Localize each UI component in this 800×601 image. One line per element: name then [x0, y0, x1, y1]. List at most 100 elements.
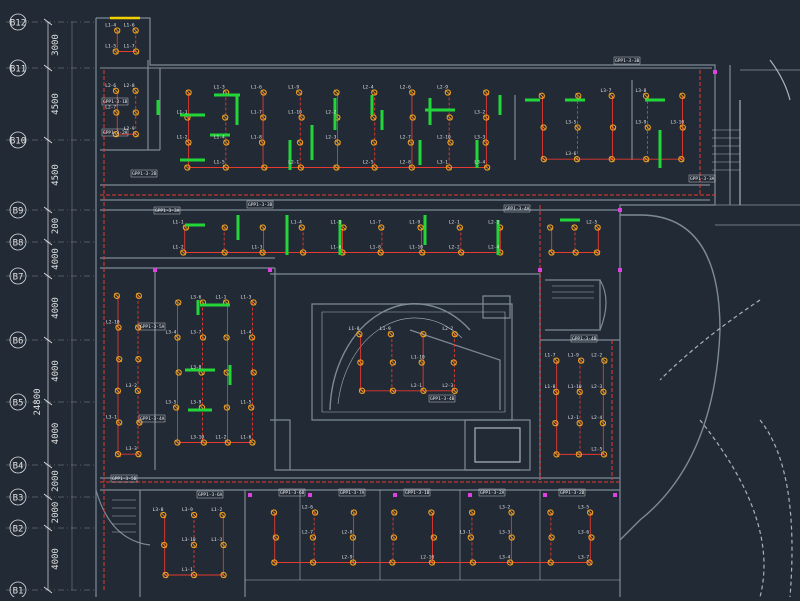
fixture-cross — [133, 131, 139, 137]
fixture-cross — [643, 93, 649, 99]
light-fixture-icon — [508, 509, 515, 516]
junction-marker — [153, 268, 157, 272]
fixture-cross — [191, 542, 197, 548]
fixture-cross — [469, 509, 475, 516]
axis-label: B12 — [10, 19, 26, 29]
fixture-cross — [136, 293, 142, 299]
light-fixture-icon — [370, 139, 378, 146]
circuit-label: L3-8 — [153, 507, 164, 513]
light-fixtures — [112, 27, 686, 579]
fixture-cross — [418, 359, 425, 366]
light-fixture-icon — [132, 131, 139, 138]
junction-marker — [393, 493, 397, 497]
fixture-cross — [610, 124, 616, 131]
fixture-cross — [587, 509, 593, 516]
light-fixture-icon — [548, 249, 555, 256]
fixture-cross — [250, 369, 257, 376]
light-fixture-icon — [408, 164, 415, 171]
circuit-label: L1-9 — [409, 220, 420, 226]
circuit-label: L2-3 — [326, 135, 337, 141]
fixture-cross — [508, 509, 515, 516]
fixture-cross — [334, 139, 341, 146]
light-fixture-icon — [250, 299, 257, 306]
light-fixture-icon — [578, 357, 585, 364]
circuit-label: L2-10 — [437, 135, 451, 141]
light-fixture-icon — [333, 164, 340, 171]
fixture-cross — [600, 389, 607, 395]
circuit-label: L1-5 — [105, 44, 116, 50]
circuit-wiring — [100, 30, 715, 590]
light-fixture-icon — [538, 92, 545, 99]
fixture-cross — [356, 331, 363, 337]
fixture-cross — [409, 114, 416, 121]
fixture-cross — [221, 249, 228, 256]
light-fixture-icon — [135, 356, 142, 363]
circuit-label: L3-10 — [671, 120, 685, 126]
light-fixture-icon — [553, 388, 560, 396]
cabinet-tag: GPP1-3-3A — [690, 176, 715, 182]
light-fixture-icon — [173, 404, 180, 411]
light-fixture-icon — [389, 559, 396, 566]
circuit-label: L3-6 — [191, 295, 202, 301]
cabinet-tag-frame — [478, 488, 506, 497]
axis-label: B1 — [13, 587, 24, 597]
fixture-cross — [371, 164, 378, 171]
light-fixture-icon — [297, 164, 304, 171]
fixture-cross — [248, 404, 255, 411]
light-fixture-icon — [391, 509, 398, 516]
light-fixture-icon — [185, 139, 192, 146]
axis-label: B2 — [13, 525, 24, 535]
circuit-label: L1-8 — [545, 384, 556, 390]
light-fixture-icon — [112, 131, 119, 138]
axis-bubble — [9, 13, 27, 31]
light-fixture-icon — [553, 357, 560, 364]
circuit-label: L2-1 — [449, 220, 460, 226]
light-fixture-icon — [174, 439, 181, 446]
fixture-cross — [222, 224, 228, 231]
fixture-cross — [351, 509, 357, 516]
light-fixture-icon — [540, 156, 547, 163]
axis-bubble — [9, 201, 27, 219]
cabinet-tag-frame — [110, 474, 138, 483]
light-fixture-icon — [593, 249, 601, 256]
light-fixture-icon — [540, 124, 547, 131]
fixture-cross — [547, 224, 553, 231]
light-fixture-icon — [573, 156, 581, 163]
light-fixture-icon — [419, 249, 426, 256]
fixture-cross — [420, 388, 427, 394]
circuit-label: L2-5 — [591, 446, 602, 452]
fixture-cross — [540, 156, 547, 162]
circuit-label: L1-1 — [173, 220, 184, 226]
fixture-cross — [310, 559, 316, 566]
fixture-cross — [484, 164, 490, 171]
fixture-cross — [223, 369, 230, 376]
light-fixture-icon — [389, 359, 397, 366]
fixture-cross — [114, 293, 120, 299]
fixture-cross — [553, 451, 560, 458]
light-fixture-icon — [586, 559, 593, 566]
light-fixture-icon — [221, 249, 228, 256]
fixture-cross — [576, 420, 583, 426]
circuit-label: L1-10 — [288, 110, 302, 116]
fixture-cross — [161, 542, 167, 548]
light-fixture-icon — [260, 114, 267, 121]
cabinet-tags: GPP1-3-1BGPP1-3-2AGPP1-3-2BGPP1-3-3AGPP1… — [101, 56, 717, 499]
circuit-label: L1-7 — [370, 220, 381, 226]
light-fixture-icon — [444, 89, 451, 96]
circuit-label: L3-6 — [578, 530, 589, 536]
light-fixture-icon — [600, 451, 608, 458]
light-fixture-icon — [309, 534, 317, 541]
light-fixture-icon — [136, 419, 143, 426]
fixture-cross — [340, 224, 347, 231]
fixture-cross — [114, 27, 121, 34]
fixture-cross — [174, 439, 181, 446]
light-fixture-icon — [175, 299, 182, 306]
light-fixture-icon — [261, 164, 268, 171]
cabinet-tag: GPP1-3-7A — [340, 490, 365, 496]
fixture-cross — [132, 27, 139, 34]
light-fixture-icon — [116, 419, 123, 426]
light-fixture-icon — [572, 249, 579, 256]
fixture-cross — [458, 249, 464, 256]
circuit-label: L3-9 — [636, 120, 647, 126]
